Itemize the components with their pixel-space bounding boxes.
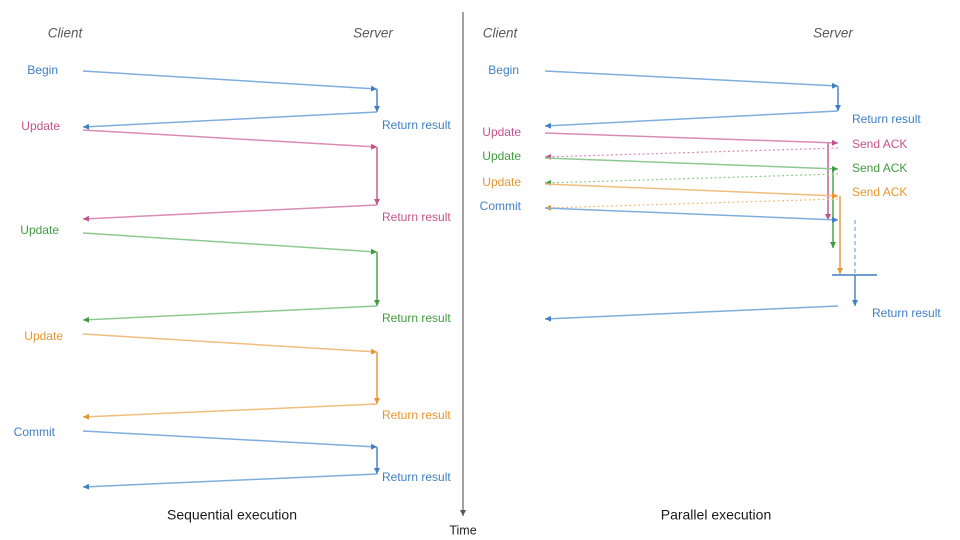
message-label-parallel-7: Send ACK [852, 185, 907, 199]
message-arrow-sequential-3 [82, 204, 378, 222]
role-header-server-parallel: Server [813, 26, 853, 41]
message-label-sequential-5: Return result [382, 311, 451, 325]
time-axis-group: Time [449, 12, 477, 537]
message-arrow-sequential-2 [82, 129, 378, 150]
panel-title-parallel: Parallel execution [661, 507, 772, 523]
message-label-parallel-8: Commit [480, 199, 522, 213]
message-label-sequential-4: Update [20, 223, 59, 237]
panel-title-sequential: Sequential execution [167, 507, 297, 523]
message-label-sequential-3: Return result [382, 210, 451, 224]
message-label-sequential-8: Commit [14, 425, 56, 439]
message-label-parallel-5: Send ACK [852, 161, 907, 175]
message-arrow-sequential-8 [82, 430, 378, 450]
message-arrow-parallel-3 [544, 147, 839, 160]
message-label-sequential-7: Return result [382, 408, 451, 422]
message-arrow-parallel-5 [544, 173, 839, 186]
message-arrow-parallel-8 [544, 207, 839, 223]
message-label-parallel-1: Return result [852, 112, 921, 126]
message-arrow-parallel-1 [544, 110, 839, 129]
message-arrow-sequential-0 [82, 70, 378, 92]
role-header-client-sequential: Client [48, 26, 84, 41]
message-label-sequential-1: Return result [382, 118, 451, 132]
message-arrow-sequential-6 [82, 333, 378, 355]
message-arrow-parallel-6 [544, 183, 839, 199]
message-label-sequential-0: Begin [27, 63, 58, 77]
message-arrow-sequential-4 [82, 232, 378, 255]
message-arrow-sequential-5 [82, 305, 378, 323]
role-header-client-parallel: Client [483, 26, 519, 41]
message-label-parallel-6: Update [482, 175, 521, 189]
message-arrow-parallel-0 [544, 70, 839, 89]
message-arrow-parallel-7 [544, 198, 839, 211]
message-arrow-parallel-4 [544, 157, 839, 172]
message-label-parallel-9: Return result [872, 306, 941, 320]
message-label-parallel-2: Update [482, 125, 521, 139]
message-label-sequential-9: Return result [382, 470, 451, 484]
message-arrow-sequential-7 [82, 403, 378, 420]
role-header-server-sequential: Server [353, 26, 393, 41]
message-label-parallel-0: Begin [488, 63, 519, 77]
message-arrow-sequential-1 [82, 111, 378, 130]
message-arrow-sequential-9 [82, 473, 378, 490]
message-arrow-parallel-2 [544, 132, 839, 146]
message-label-parallel-4: Update [482, 149, 521, 163]
message-arrow-parallel-9 [544, 305, 839, 322]
message-label-sequential-6: Update [24, 329, 63, 343]
message-label-sequential-2: Update [21, 119, 60, 133]
time-axis-label: Time [449, 523, 476, 537]
message-label-parallel-3: Send ACK [852, 137, 907, 151]
